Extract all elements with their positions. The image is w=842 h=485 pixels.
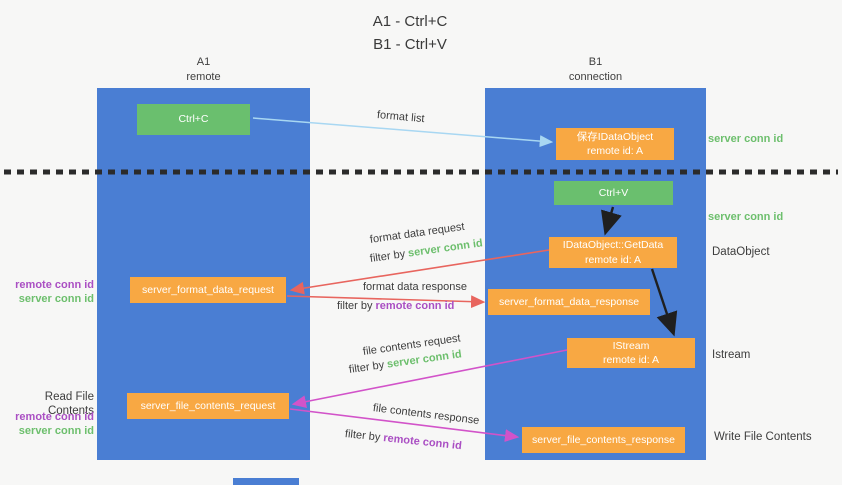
- bottom-partial-lane: [233, 478, 299, 485]
- node-save-line2: remote id: A: [586, 145, 644, 157]
- format-data-response-label: format data response: [363, 281, 467, 293]
- node-getdata-line2: remote id: A: [584, 253, 642, 266]
- node-save-line1: 保存IDataObject: [576, 130, 654, 143]
- node-save-idataobject: 保存IDataObject remote id: A: [556, 128, 674, 160]
- filter-by-text: filter by: [344, 428, 384, 444]
- node-istream: IStream remote id: A: [567, 338, 695, 368]
- remote-conn-id-left-1: remote conn id: [15, 279, 94, 291]
- filter-by-remote-conn-id-label-2: filter by remote conn id: [344, 428, 462, 452]
- lane-a-header: A1 remote: [97, 55, 310, 85]
- read-file-contents-label: Read File Contents: [44, 391, 94, 417]
- remote-conn-id-text: remote conn id: [382, 432, 463, 453]
- node-getdata-line1: IDataObject::GetData: [562, 239, 664, 252]
- lane-a-subtitle: remote: [186, 70, 221, 83]
- lane-b-header: B1 connection: [485, 55, 706, 85]
- filter-by-remote-conn-id-label-1: filter by remote conn id: [337, 300, 454, 312]
- conn-id-block-2: remote conn id server conn id: [0, 410, 94, 438]
- node-istream-line1: IStream: [612, 339, 650, 352]
- format-list-label: format list: [376, 109, 426, 126]
- node-istream-line2: remote id: A: [602, 354, 660, 366]
- server-conn-id-left-2: server conn id: [18, 425, 94, 437]
- lane-b-title: B1: [588, 56, 603, 68]
- dataobject-label: DataObject: [712, 246, 770, 258]
- filter-by-text: filter by: [369, 247, 409, 265]
- node-server-file-contents-request: server_file_contents_request: [127, 393, 289, 419]
- node-format-request-label: server_format_data_request: [142, 283, 274, 296]
- node-ctrl-c-label: Ctrl+C: [178, 113, 209, 126]
- node-server-file-contents-response: server_file_contents_response: [522, 427, 685, 453]
- remote-conn-id-left-2: remote conn id: [15, 411, 94, 423]
- file-contents-response-label: file contents response: [372, 402, 480, 427]
- node-format-response-label: server_format_data_response: [498, 295, 640, 308]
- lane-a-title: A1: [196, 56, 211, 68]
- node-ctrl-v-label: Ctrl+V: [598, 186, 629, 199]
- filter-by-text: filter by: [348, 358, 388, 376]
- write-file-contents-label: Write File Contents: [714, 431, 812, 443]
- istream-side-label: Istream: [712, 349, 751, 361]
- conn-id-block-1: remote conn id server conn id: [0, 278, 94, 306]
- filter-by-text: filter by: [337, 300, 376, 312]
- server-conn-id-right-1: server conn id: [708, 133, 784, 145]
- node-file-request-label: server_file_contents_request: [140, 399, 276, 412]
- title-line-1: A1 - Ctrl+C: [372, 13, 448, 30]
- server-conn-id-right-2: server conn id: [708, 211, 784, 223]
- node-server-format-data-response: server_format_data_response: [488, 289, 650, 315]
- node-server-format-data-request: server_format_data_request: [130, 277, 286, 303]
- server-conn-id-left-1: server conn id: [18, 293, 94, 305]
- server-conn-id-text: server conn id: [407, 237, 484, 260]
- node-ctrl-c: Ctrl+C: [137, 104, 250, 135]
- node-idataobject-getdata: IDataObject::GetData remote id: A: [549, 237, 677, 268]
- node-file-response-label: server_file_contents_response: [531, 433, 675, 446]
- diagram-title: A1 - Ctrl+C B1 - Ctrl+V: [310, 10, 510, 57]
- node-ctrl-v: Ctrl+V: [554, 181, 673, 205]
- title-line-2: B1 - Ctrl+V: [373, 36, 447, 54]
- remote-conn-id-text: remote conn id: [375, 300, 455, 312]
- lane-b-subtitle: connection: [568, 70, 623, 83]
